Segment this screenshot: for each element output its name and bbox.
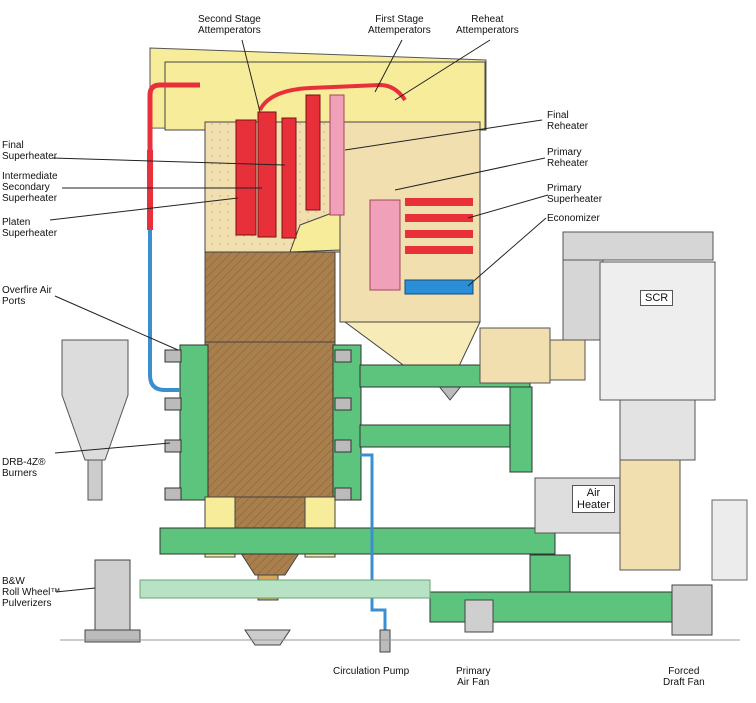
furnace-upper <box>204 251 336 343</box>
primary-air-fan <box>464 599 494 633</box>
windbox-right <box>332 344 362 501</box>
primary-reheater <box>369 199 401 291</box>
label-final-superheater: Final Superheater <box>2 140 58 162</box>
pulverizer-body <box>94 559 131 636</box>
coal-feed-pipe <box>139 579 431 599</box>
circulation-pump <box>379 629 391 653</box>
scr-hopper <box>619 399 696 461</box>
air-duct-bottom <box>159 527 556 555</box>
label-primary-superheater: Primary Superheater <box>547 183 603 205</box>
burner-row-1 <box>164 349 352 363</box>
primary-superheater-2 <box>405 214 473 222</box>
intermediate-superheater <box>257 111 277 238</box>
label-forced-draft-fan: Forced Draft Fan <box>663 666 705 688</box>
label-pulverizers: B&W Roll Wheel™ Pulverizers <box>2 576 61 609</box>
label-overfire-air-ports: Overfire Air Ports <box>2 285 53 307</box>
air-duct-vertical <box>509 386 533 473</box>
primary-superheater-4 <box>405 246 473 254</box>
air-duct-lower <box>359 424 511 448</box>
primary-superheater-1 <box>405 198 473 206</box>
furnace-base <box>244 629 291 646</box>
label-drb-burners: DRB-4Z® Burners <box>2 457 46 479</box>
left-downcomer-blue <box>148 230 180 392</box>
label-air-heater: Air Heater <box>572 485 616 513</box>
label-scr: SCR <box>640 290 674 306</box>
final-superheater-b <box>305 94 321 211</box>
label-first-stage-attemperators: First Stage Attemperators <box>368 14 431 36</box>
burner-row-3 <box>164 439 352 453</box>
label-primary-air-fan: Primary Air Fan <box>456 666 491 688</box>
furnace-lower <box>204 341 336 498</box>
air-heater-outlet <box>619 459 681 571</box>
steam-riser <box>147 82 200 150</box>
final-reheater <box>329 94 345 216</box>
label-final-reheater: Final Reheater <box>547 110 589 132</box>
pulverizer-base <box>84 629 141 643</box>
primary-superheater-3 <box>405 230 473 238</box>
fd-fan-inlet <box>711 499 748 581</box>
platen-superheater <box>235 119 257 236</box>
label-reheat-attemperators: Reheat Attemperators <box>456 14 519 36</box>
main-steam-header <box>258 82 407 112</box>
forced-draft-fan <box>671 584 713 636</box>
coal-silo <box>61 339 129 461</box>
flue-duct-left <box>479 327 551 384</box>
left-downcomer <box>147 150 153 230</box>
penthouse-upper <box>164 61 486 131</box>
label-primary-reheater: Primary Reheater <box>547 147 589 169</box>
flue-to-airheater <box>544 339 586 381</box>
economizer <box>404 279 474 295</box>
label-platen-superheater: Platen Superheater <box>2 217 58 239</box>
label-intermediate-secondary-superheater: Intermediate Secondary Superheater <box>2 171 58 204</box>
flue-duct-top <box>562 231 714 261</box>
burner-row-4 <box>164 487 352 501</box>
final-superheater-a <box>281 117 297 239</box>
windbox-left <box>179 344 209 501</box>
burner-row-2 <box>164 397 352 411</box>
leader-lines <box>49 39 549 593</box>
silo-feeder <box>87 459 103 501</box>
label-economizer: Economizer <box>547 213 600 224</box>
label-circulation-pump: Circulation Pump <box>333 666 410 677</box>
circulation-pipe <box>360 453 387 640</box>
label-second-stage-attemperators: Second Stage Attemperators <box>198 14 261 36</box>
scr-reactor <box>599 261 716 401</box>
